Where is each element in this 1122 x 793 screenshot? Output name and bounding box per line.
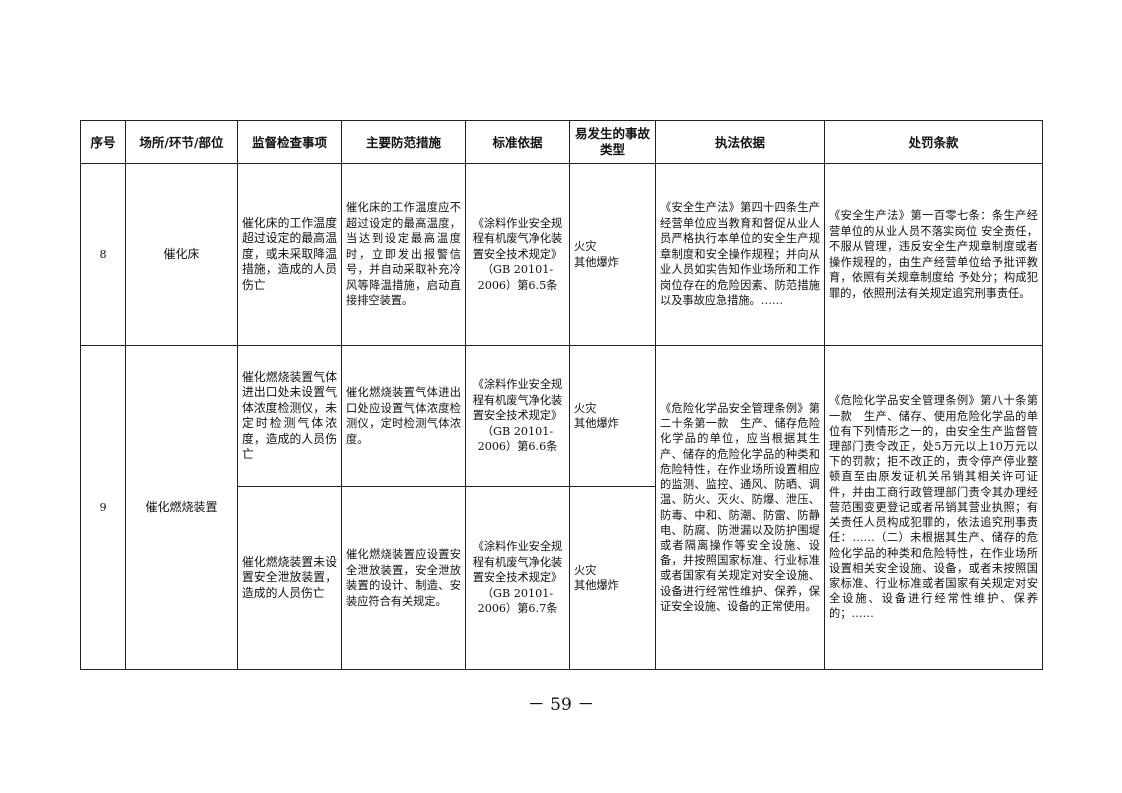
row-serial-no: 8 [80, 163, 126, 346]
row-penalty-clause: 《危险化学品安全管理条例》第八十条第一款 生产、储存、使用危险化学品的单位有下列… [824, 345, 1043, 670]
accident-type-explosion: 其他爆炸 [574, 255, 619, 269]
row-accident-type: 火灾 其他爆炸 [569, 345, 656, 487]
accident-type-fire: 火灾 [574, 240, 597, 253]
row-standard-basis: 《涂料作业安全规程有机废气净化装置安全技术规定》（GB 20101-2006）第… [465, 486, 570, 670]
row-accident-type: 火灾 其他爆炸 [569, 163, 656, 346]
header-law-basis: 执法依据 [655, 120, 825, 164]
row-prevention-measure: 催化床的工作温度应不超过设定的最高温度，当达到设定最高温度时，立即发出报警信号，… [341, 163, 466, 346]
page-number: － 59 － [527, 695, 595, 715]
table-row: 9 催化燃烧装置 催化燃烧装置气体进出口处未设置气体浓度检测仪，未定时检测气体浓… [80, 345, 1043, 670]
row-penalty-clause: 《安全生产法》第一百零七条：条生产经营单位的从业人员不落实岗位 安全责任，不服从… [824, 163, 1043, 346]
regulation-table: 序号 场所/环节/部位 监督检查事项 主要防范措施 标准依据 易发生的事故类型 … [80, 120, 1043, 670]
row-prevention-measure: 催化燃烧装置气体进出口处应设置气体浓度检测仪，定时检测气体浓度。 [341, 345, 466, 487]
accident-type-explosion: 其他爆炸 [574, 417, 619, 430]
row-law-basis: 《安全生产法》第四十四条生产经营单位应当教育和督促从业人员严格执行本单位的安全生… [655, 163, 825, 346]
row-inspection-item: 催化床的工作温度超过设定的最高温度，或未采取降温措施，造成的人员伤亡 [237, 163, 342, 346]
row-prevention-measure: 催化燃烧装置应设置安全泄放装置，安全泄放装置的设计、制造、安装应符合有关规定。 [341, 486, 466, 670]
row-serial-no: 9 [80, 345, 126, 670]
header-inspection-item: 监督检查事项 [237, 120, 342, 164]
row-standard-basis: 《涂料作业安全规程有机废气净化装置安全技术规定》（GB 20101-2006）第… [465, 345, 570, 487]
table-row: 催化燃烧装置未设置安全泄放装置，造成的人员伤亡 催化燃烧装置应设置安全泄放装置，… [81, 486, 1043, 670]
table-row: 8 催化床 催化床的工作温度超过设定的最高温度，或未采取降温措施，造成的人员伤亡… [80, 163, 1043, 346]
row-place: 催化床 [125, 163, 238, 346]
row-inspection-item: 催化燃烧装置气体进出口处未设置气体浓度检测仪，未定时检测气体浓度，造成的人员伤亡 [237, 345, 342, 487]
header-serial-no: 序号 [80, 120, 126, 164]
row-place: 催化燃烧装置 [125, 345, 238, 670]
accident-type-explosion: 其他爆炸 [574, 579, 619, 592]
row-law-basis: 《危险化学品安全管理条例》第二十条第一款 生产、储存危险化学品的单位，应当根据其… [655, 345, 825, 670]
row-inspection-item: 催化燃烧装置未设置安全泄放装置，造成的人员伤亡 [237, 486, 342, 670]
header-place: 场所/环节/部位 [125, 120, 238, 164]
row-standard-basis: 《涂料作业安全规程有机废气净化装置安全技术规定》（GB 20101-2006）第… [465, 163, 570, 346]
row-accident-type: 火灾 其他爆炸 [569, 486, 656, 670]
accident-type-fire: 火灾 [574, 401, 597, 415]
header-accident-type: 易发生的事故类型 [569, 120, 656, 164]
table-header-row: 序号 场所/环节/部位 监督检查事项 主要防范措施 标准依据 易发生的事故类型 … [80, 120, 1043, 164]
accident-type-fire: 火灾 [574, 563, 597, 577]
header-prevention-measure: 主要防范措施 [341, 120, 466, 164]
header-standard-basis: 标准依据 [465, 120, 570, 164]
header-penalty-clause: 处罚条款 [824, 120, 1043, 164]
